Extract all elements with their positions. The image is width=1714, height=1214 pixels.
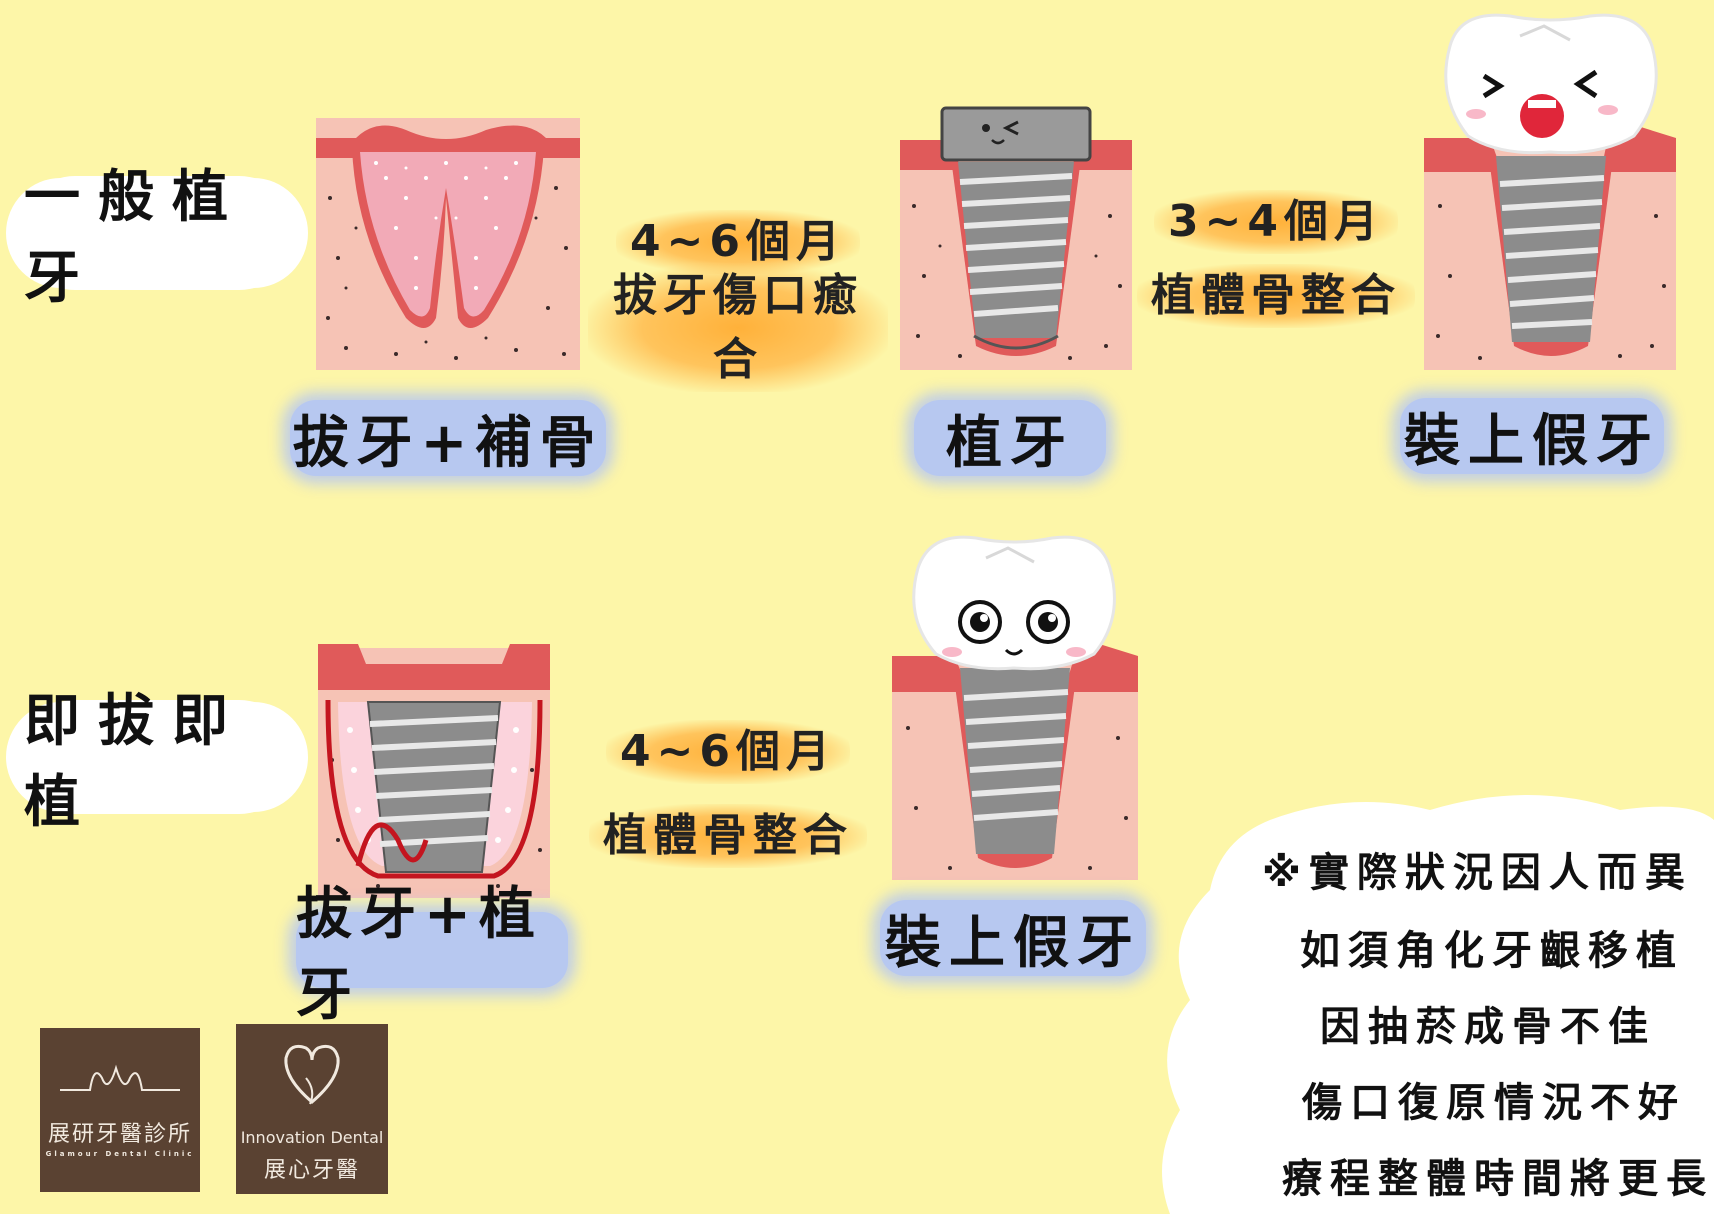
row-title-standard: 一般植牙	[24, 165, 290, 311]
step-label-extraction-graft: 拔牙+補骨	[290, 400, 606, 476]
note-line-1: ※實際狀況因人而異	[1262, 850, 1693, 896]
transition-3-desc: 植體骨整合	[588, 804, 868, 868]
transition-1-duration: 4~6個月	[588, 210, 888, 274]
clinic-2-name-en: Innovation Dental	[240, 1128, 384, 1147]
note-line-5: 療程整體時間將更長	[1282, 1156, 1714, 1202]
extraction-bone-graft-illustration	[316, 118, 580, 370]
row-title-immediate: 即拔即植	[24, 689, 290, 835]
step-label-extraction-implant: 拔牙+植牙	[296, 882, 568, 1028]
clinic-1-name: 展研牙醫診所	[47, 1122, 192, 1147]
clinic-2-name-zh: 展心牙醫	[263, 1158, 360, 1183]
note-line-2: 如須角化牙齦移植	[1300, 928, 1684, 974]
bone-speckles	[326, 186, 568, 360]
step-label-crown: 裝上假牙	[1400, 398, 1664, 474]
clinic-1-subtitle: Glamour Dental Clinic	[45, 1150, 195, 1158]
logo-clinic-1: 展研牙醫診所 Glamour Dental Clinic	[40, 1028, 200, 1192]
crown-fitted-illustration	[1424, 13, 1676, 370]
tooth-line-logo-icon	[60, 1064, 180, 1091]
crown-fitted-illustration-2	[892, 535, 1138, 880]
graft-granules	[374, 161, 518, 290]
note-cloud-background	[1162, 795, 1714, 1214]
implant-threads	[959, 173, 1073, 317]
note-line-3: 因抽菸成骨不佳	[1320, 1004, 1656, 1050]
heart-logo-icon	[284, 1044, 340, 1105]
transition-3-duration: 4~6個月	[588, 720, 868, 784]
logo-clinic-2: Innovation Dental 展心牙醫	[236, 1024, 388, 1194]
transition-1-desc: 拔牙傷口癒合	[588, 264, 888, 392]
implant-placement-illustration	[900, 106, 1132, 370]
note-line-4: 傷口復原情況不好	[1302, 1080, 1686, 1126]
transition-2-duration: 3~4個月	[1136, 190, 1416, 254]
immediate-implant-illustration	[318, 644, 550, 898]
step-label-implant: 植牙	[914, 400, 1106, 476]
transition-2-desc: 植體骨整合	[1136, 264, 1416, 328]
step-label-crown-2: 裝上假牙	[880, 900, 1146, 976]
